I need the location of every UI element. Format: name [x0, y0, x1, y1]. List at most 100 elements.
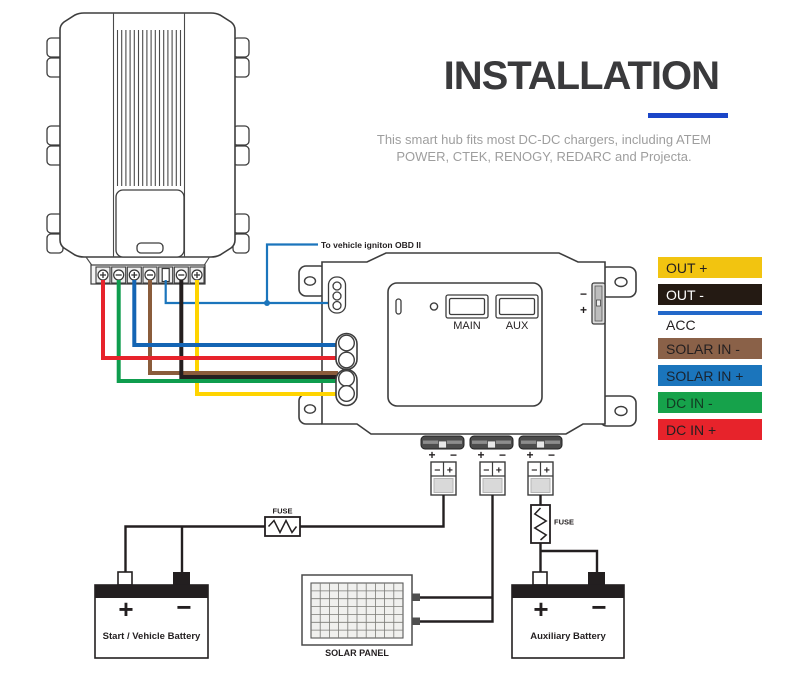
anderson-connector-3: + − [518, 435, 563, 462]
subtitle: This smart hub fits most DC-DC chargers,… [366, 131, 722, 165]
aux-battery-negative-terminal [588, 572, 605, 585]
start-battery-label: Start / Vehicle Battery [103, 631, 201, 642]
obd-wire [164, 243, 332, 306]
legend: OUT + OUT - ACC SOLAR IN - SOLAR IN + DC IN -… [658, 257, 762, 446]
start-vehicle-battery: + − Start / Vehicle Battery [94, 571, 209, 659]
solar-terminal-top [411, 593, 420, 601]
legend-item-label: OUT - [666, 286, 704, 303]
plug1-minus-label: − [434, 465, 440, 477]
terminal-minus-1 [111, 266, 127, 284]
page-title: INSTALLATION [443, 54, 720, 98]
wire-to-solar-panel [420, 495, 494, 623]
connector3-plus-label: + [526, 448, 533, 462]
aux-connector-label: AUX [506, 320, 529, 332]
dcdc-charger [46, 12, 250, 285]
fuse-horizontal: FUSE [264, 507, 301, 537]
indicator-dot [429, 302, 439, 311]
wire-red-dc-plus [101, 280, 338, 360]
legend-item-solar-in-minus: SOLAR IN - [658, 338, 762, 359]
legend-item-label: DC IN - [666, 394, 713, 411]
connector3-minus-label: − [548, 448, 555, 462]
terminal-minus-2 [142, 266, 158, 284]
fuse-horizontal-label: FUSE [272, 507, 292, 516]
hub-output-connectors: + − + − + − − [420, 435, 563, 496]
obd-wire-junction [264, 300, 270, 306]
charger-heatsink-fins [116, 30, 182, 186]
fuse-vertical-label: FUSE [554, 518, 574, 527]
hub-mounting-tabs [298, 265, 637, 427]
plug2-plus-label: + [496, 465, 502, 477]
start-battery-positive-terminal [117, 571, 133, 586]
aux-battery-minus-symbol: − [591, 592, 606, 622]
plug3-minus-label: − [531, 465, 537, 477]
connector1-minus-label: − [450, 448, 457, 462]
legend-item-solar-in-plus: SOLAR IN + [658, 365, 762, 386]
anderson-connector-2: + − [469, 435, 514, 462]
legend-item-label: SOLAR IN + [666, 367, 744, 384]
terminal-plus-2 [126, 266, 142, 284]
legend-item-acc: ACC [658, 311, 762, 332]
wire-yellow-out-plus [195, 280, 338, 396]
plug2-minus-label: − [483, 465, 489, 477]
start-battery-plus-symbol: + [118, 594, 133, 624]
charger-side-brackets [46, 37, 250, 254]
charger-front-panel [115, 189, 185, 258]
led-slot [395, 298, 402, 315]
solar-panel-grid [311, 583, 403, 638]
legend-item-dc-in-plus: DC IN + [658, 419, 762, 440]
output-wiring [124, 495, 599, 623]
solar-panel: SOLAR PANEL [301, 574, 420, 658]
start-battery-negative-terminal [173, 572, 190, 585]
right-block-plus-label: + [580, 303, 587, 317]
auxiliary-battery: + − Auxiliary Battery [511, 571, 625, 659]
wire-black-out-minus [179, 280, 338, 379]
connector1-plus-label: + [428, 448, 435, 462]
title-accent-underline [648, 113, 728, 118]
legend-acc-bar [658, 311, 762, 315]
subtitle-line-2: POWER, CTEK, RENOGY, REDARC and Projecta… [396, 149, 692, 164]
output-plug-1: − + [430, 461, 457, 496]
charger-to-hub-wires [101, 243, 338, 396]
aux-battery-positive-terminal [532, 571, 548, 586]
charger-terminal-strip [85, 256, 210, 285]
wire-green-dc-minus [116, 280, 338, 383]
legend-item-dc-in-minus: DC IN - [658, 392, 762, 413]
legend-item-label: DC IN + [666, 421, 717, 438]
wire-brown-solar-minus [148, 280, 338, 375]
charger-panel-label [136, 242, 164, 254]
smart-hub: MAIN AUX − + [298, 252, 637, 435]
legend-item-label: OUT + [666, 259, 708, 276]
terminal-minus-3 [173, 266, 189, 284]
wire-to-start-battery [124, 495, 445, 572]
aux-battery-label: Auxiliary Battery [530, 631, 606, 642]
connector2-plus-label: + [477, 448, 484, 462]
aux-connector: AUX [495, 294, 539, 332]
output-plug-2: − + [479, 461, 506, 496]
start-battery-minus-symbol: − [176, 592, 191, 622]
wire-blue-solar-plus [132, 280, 338, 347]
plug3-plus-label: + [544, 465, 550, 477]
subtitle-line-1: This smart hub fits most DC-DC chargers,… [376, 132, 712, 147]
connector2-minus-label: − [499, 448, 506, 462]
main-connector-label: MAIN [453, 320, 481, 332]
legend-item-label: SOLAR IN - [666, 340, 740, 357]
legend-item-out-plus: OUT + [658, 257, 762, 278]
right-block-minus-label: − [580, 287, 587, 301]
plug1-plus-label: + [447, 465, 453, 477]
obd-note: To vehicle igniton OBD II [321, 240, 421, 250]
main-connector: MAIN [445, 294, 489, 332]
fuse-vertical: FUSE [530, 504, 574, 544]
output-plug-3: − + [527, 461, 554, 496]
legend-item-label: ACC [666, 317, 696, 333]
anderson-connector-1: + − [420, 435, 465, 462]
solar-panel-label: SOLAR PANEL [325, 648, 389, 658]
wire-to-aux-battery [539, 495, 599, 572]
hub-input-terminals [335, 332, 358, 407]
hub-right-terminal-block: − + [580, 282, 606, 325]
terminal-plus-3 [189, 266, 205, 284]
aux-battery-plus-symbol: + [533, 594, 548, 624]
solar-terminal-bottom [411, 617, 420, 625]
charger-body [59, 12, 236, 258]
